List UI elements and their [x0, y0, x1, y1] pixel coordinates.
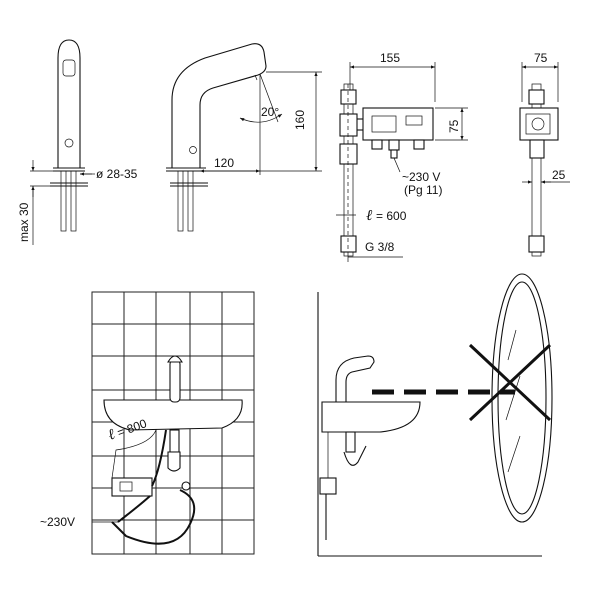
- length-symbol: ℓ: [366, 208, 372, 224]
- hose-length-label: = 600: [376, 209, 407, 223]
- side-offset-label: 25: [552, 168, 566, 182]
- reach-label: 120: [214, 156, 234, 170]
- max-height-label: max 30: [17, 202, 31, 242]
- sensor-range-view: [317, 273, 553, 557]
- control-box-view: 155 75 ~230 V (Pg 11) ℓ = 600 G: [336, 51, 468, 262]
- side-width-label: 75: [534, 51, 548, 65]
- faucet-side-view: 20° 160 120: [166, 43, 322, 232]
- angle-label: 20°: [261, 105, 279, 119]
- box-height-label: 75: [447, 119, 461, 133]
- faucet-front-view: max 30 ø 28-35: [17, 39, 138, 245]
- gland-label: (Pg 11): [404, 183, 442, 197]
- voltage-label: ~230 V: [402, 170, 440, 184]
- cable-length-symbol: ℓ: [106, 427, 117, 444]
- wall-installation-view: ~230V ℓ = 800: [40, 291, 255, 555]
- box-width-label: 155: [380, 51, 400, 65]
- height-label: 160: [293, 110, 307, 130]
- diameter-label: ø 28-35: [96, 167, 138, 181]
- supply-voltage-label: ~230V: [40, 515, 75, 529]
- control-box-side-view: 75 25: [519, 51, 570, 257]
- thread-label: G 3/8: [365, 240, 395, 254]
